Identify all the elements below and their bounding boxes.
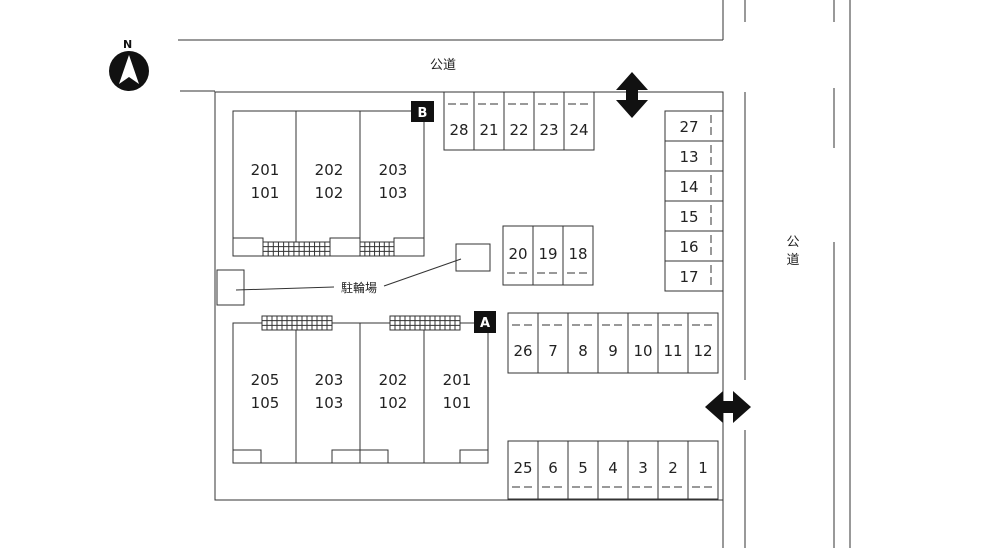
parking-space-number: 18	[568, 245, 587, 263]
parking-space	[443, 91, 475, 151]
unit-number-lower: 101	[251, 184, 280, 202]
building-a	[232, 315, 489, 464]
parking-space-number: 23	[539, 121, 558, 139]
property-boundary	[214, 91, 724, 501]
parking-space	[567, 440, 599, 500]
parking-space-number: 2	[668, 459, 678, 477]
parking-space	[687, 440, 719, 500]
unit-number-upper: 202	[379, 371, 408, 389]
parking-space	[563, 91, 595, 151]
unit-number-upper: 202	[315, 161, 344, 179]
parking-space	[627, 440, 659, 500]
parking-space	[502, 225, 534, 286]
parking-space-number: 25	[513, 459, 532, 477]
parking-space-number: 20	[508, 245, 527, 263]
unit-number-lower: 103	[379, 184, 408, 202]
parking-space-number: 28	[449, 121, 468, 139]
parking-space	[657, 440, 689, 500]
parking-space-number: 12	[693, 342, 712, 360]
bicycle-parking-label: 駐輪場	[341, 280, 377, 295]
bicycle-parking-center	[455, 243, 491, 272]
parking-center-block: 20 19 18	[502, 225, 594, 286]
parking-space-number: 9	[608, 342, 618, 360]
parking-space-number: 19	[538, 245, 557, 263]
double-arrow-vertical-icon	[616, 72, 648, 118]
unit-number-upper: 201	[443, 371, 472, 389]
parking-space-number: 8	[578, 342, 588, 360]
parking-space-number: 27	[679, 118, 698, 136]
parking-space-number: 22	[509, 121, 528, 139]
parking-space	[597, 440, 629, 500]
leader-line-right	[383, 258, 462, 287]
public-road-top	[178, 0, 724, 92]
parking-space	[537, 440, 569, 500]
parking-space-number: 15	[679, 208, 698, 226]
unit-number-upper: 201	[251, 161, 280, 179]
parking-space	[532, 225, 564, 286]
compass-label: N	[123, 38, 132, 51]
parking-bottom-row: 25 6 5 4 3 2 1	[507, 440, 719, 500]
parking-space	[533, 91, 565, 151]
parking-right-column: 27 13 14 15 16 17	[664, 110, 724, 292]
building-a-tag	[474, 311, 496, 333]
parking-space	[664, 110, 724, 142]
parking-space-number: 3	[638, 459, 648, 477]
parking-space-number: 10	[633, 342, 652, 360]
parking-space	[503, 91, 535, 151]
unit-number-upper: 203	[379, 161, 408, 179]
parking-space-number: 11	[663, 342, 682, 360]
building-b-tag-label: B	[418, 106, 428, 121]
north-arrow-icon: N	[109, 38, 149, 91]
parking-space-number: 14	[679, 178, 698, 196]
road-label-top: 公道	[430, 58, 456, 73]
double-arrow-horizontal-icon	[705, 391, 751, 423]
parking-middle-row: 26 7 8 9 10 11 12	[507, 312, 719, 374]
parking-space	[664, 170, 724, 202]
parking-space-number: 21	[479, 121, 498, 139]
unit-number-lower: 102	[315, 184, 344, 202]
unit-number-upper: 205	[251, 371, 280, 389]
parking-space-number: 24	[569, 121, 588, 139]
parking-space-number: 26	[513, 342, 532, 360]
leader-line-left	[235, 286, 335, 291]
unit-number-lower: 101	[443, 394, 472, 412]
parking-space	[473, 91, 505, 151]
parking-space-number: 4	[608, 459, 618, 477]
parking-top-row: 28 21 22 23 24	[443, 91, 595, 151]
parking-space	[627, 312, 659, 374]
parking-space-number: 7	[548, 342, 558, 360]
building-b-tag	[411, 101, 434, 122]
parking-space-number: 17	[679, 268, 698, 286]
road-label-right-2: 道	[786, 253, 799, 268]
parking-space	[687, 312, 719, 374]
parking-space	[562, 225, 594, 286]
parking-space-number: 16	[679, 238, 698, 256]
unit-number-lower: 105	[251, 394, 280, 412]
parking-space-number: 13	[679, 148, 698, 166]
parking-space-number: 1	[698, 459, 708, 477]
parking-space	[537, 312, 569, 374]
parking-space	[597, 312, 629, 374]
building-a-tag-label: A	[480, 316, 490, 331]
public-road-right	[722, 0, 851, 548]
unit-number-lower: 102	[379, 394, 408, 412]
parking-space-number: 6	[548, 459, 558, 477]
road-label-right-1: 公	[786, 235, 799, 250]
unit-number-upper: 203	[315, 371, 344, 389]
building-b	[232, 110, 425, 257]
parking-space-number: 5	[578, 459, 588, 477]
parking-space	[507, 312, 539, 374]
unit-number-lower: 103	[315, 394, 344, 412]
parking-space	[664, 260, 724, 292]
bicycle-parking-left	[216, 269, 245, 306]
parking-space	[664, 140, 724, 172]
